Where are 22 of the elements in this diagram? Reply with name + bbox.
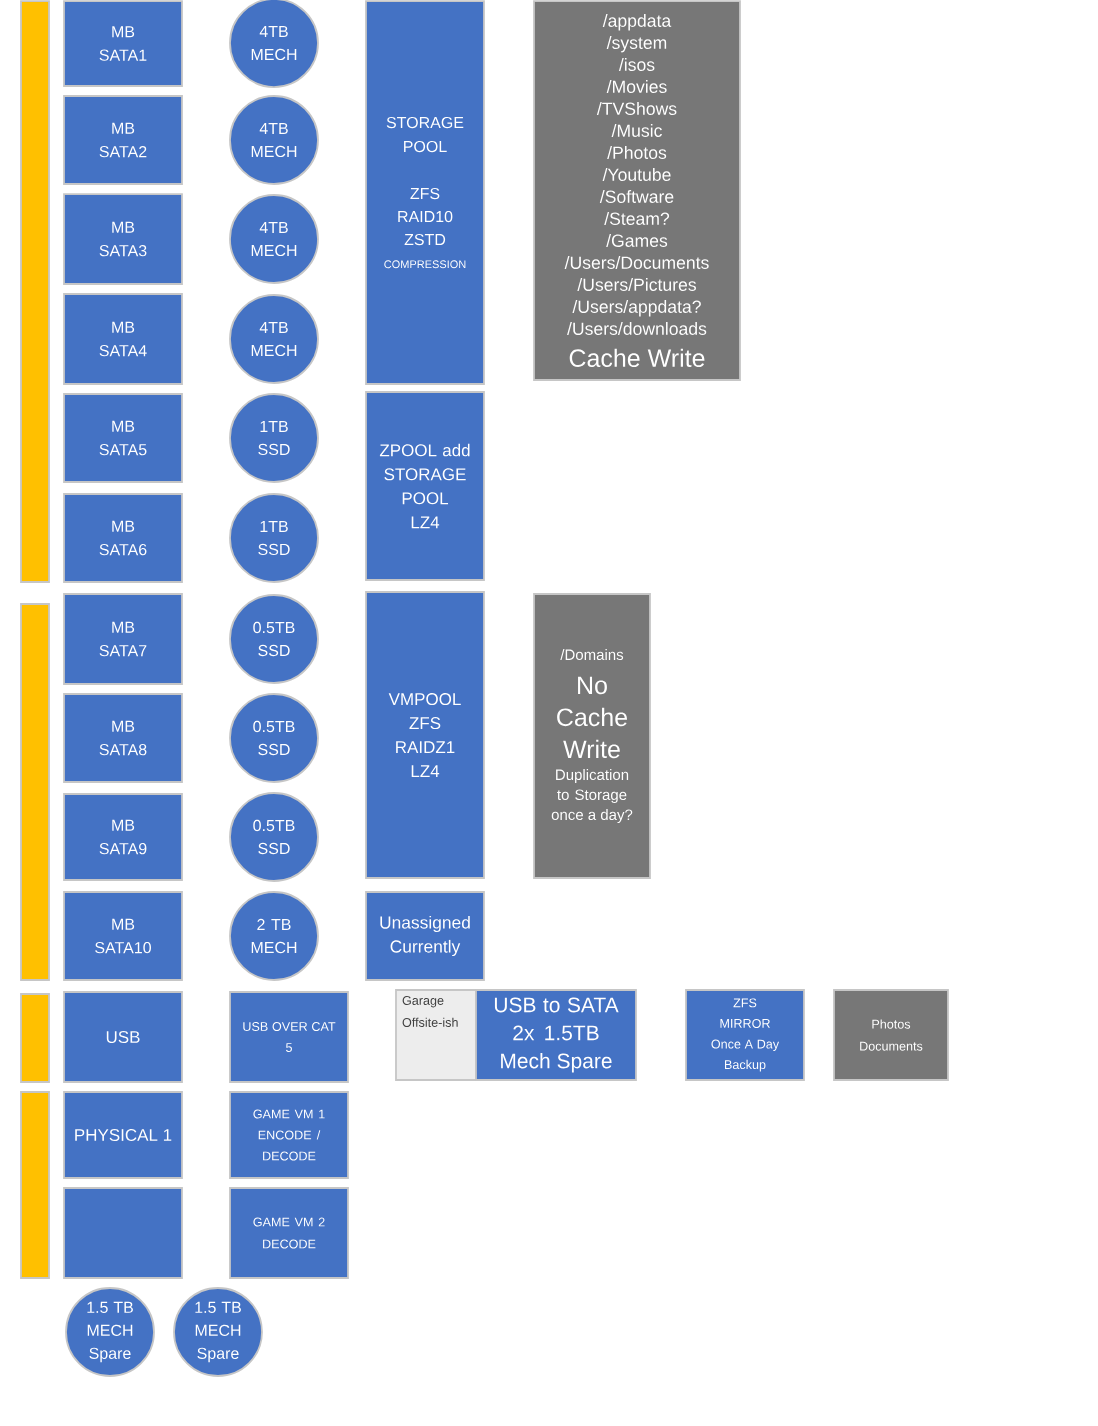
port-box: MB SATA4 (63, 293, 183, 385)
port-box: MB SATA10 (63, 891, 183, 981)
status-box: Unassigned Currently (365, 891, 485, 981)
enclosure-box: USB to SATA 2x 1.5TB Mech Spare (475, 989, 637, 1081)
pool-box: VMPOOL ZFS RAIDZ1 LZ4 (365, 591, 485, 879)
pool-box: ZPOOL add STORAGE POOL LZ4 (365, 391, 485, 581)
group-bar (20, 603, 50, 981)
group-bar (20, 1091, 50, 1279)
share-list-box: /appdata /system /isos /Movies /TVShows /Music /Photos /Youtube /Software /Steam? /Games /Users/Documents /Users/Pictures /Users/appdata? /Users/downloads Cache Write (533, 0, 741, 381)
port-box: MB SATA7 (63, 593, 183, 685)
port-box: MB SATA6 (63, 493, 183, 583)
processor-box: PHYSICAL 1 (63, 1091, 183, 1179)
port-box: MB SATA1 (63, 0, 183, 87)
port-box: MB SATA2 (63, 95, 183, 185)
port-box: MB SATA9 (63, 793, 183, 881)
group-bar (20, 0, 50, 583)
port-box: MB SATA5 (63, 393, 183, 483)
port-box: USB (63, 991, 183, 1083)
gpu-box (63, 1187, 183, 1279)
port-box: MB SATA8 (63, 693, 183, 783)
group-bar (20, 993, 50, 1083)
port-box: MB SATA3 (63, 193, 183, 285)
